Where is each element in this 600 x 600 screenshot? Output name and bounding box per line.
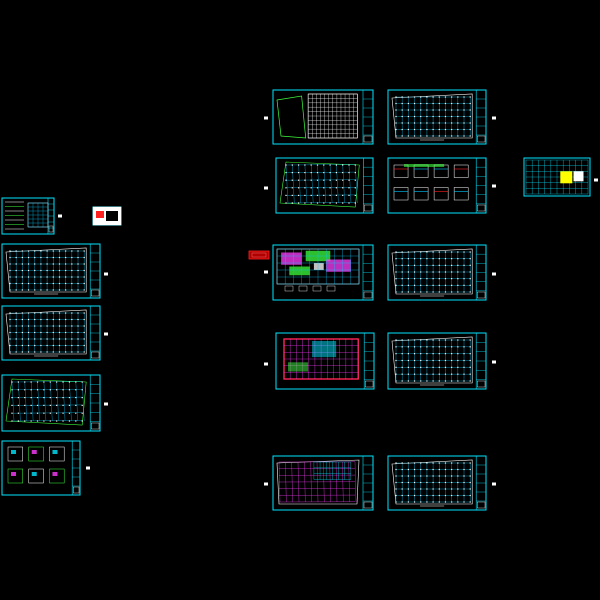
sheet-number-tag (492, 272, 496, 276)
sheet-number-tag (492, 184, 496, 188)
sheets-layer (1, 89, 598, 511)
sheet-number-tag (264, 116, 268, 120)
sheet-number-tag (492, 360, 496, 364)
markers-layer (248, 250, 270, 260)
sheet-left-6[interactable] (92, 206, 122, 226)
sheet-number-tag (264, 482, 268, 486)
red-stamp-icon (248, 250, 270, 260)
sheet-number-tag (594, 178, 598, 182)
sheet-frame (1, 374, 101, 432)
sheet-left-1[interactable] (1, 197, 62, 235)
sheet-number-tag (264, 186, 268, 190)
sheet-mid-4[interactable] (264, 332, 375, 390)
sheet-mid-2[interactable] (264, 157, 374, 214)
sheet-number-tag (104, 402, 108, 406)
sheet-number-tag (104, 332, 108, 336)
sheet-mid-3[interactable] (264, 244, 374, 301)
sheet-far-right[interactable] (523, 157, 598, 197)
sheet-left-2[interactable] (1, 243, 108, 299)
sheet-mid-1[interactable] (264, 89, 374, 145)
sheet-number-tag (104, 272, 108, 276)
sheet-frame (272, 455, 374, 511)
sheet-number-tag (492, 116, 496, 120)
sheet-number-tag (264, 270, 268, 274)
sheet-left-4[interactable] (1, 374, 108, 432)
sheet-left-3[interactable] (1, 305, 108, 361)
sheet-number-tag (58, 214, 62, 218)
sheet-right-2[interactable] (387, 157, 496, 214)
sheet-right-5[interactable] (387, 455, 496, 511)
sheet-mid-5[interactable] (264, 455, 374, 511)
sheet-frame (1, 440, 81, 496)
sheet-right-4[interactable] (387, 332, 496, 390)
sheet-right-3[interactable] (387, 244, 496, 301)
sheet-number-tag (492, 482, 496, 486)
sheet-left-5[interactable] (1, 440, 90, 496)
sheet-frame (275, 157, 374, 214)
sheet-right-1[interactable] (387, 89, 496, 145)
sheet-number-tag (86, 466, 90, 470)
sheet-frame (387, 157, 487, 214)
sheet-number-tag (264, 362, 268, 366)
